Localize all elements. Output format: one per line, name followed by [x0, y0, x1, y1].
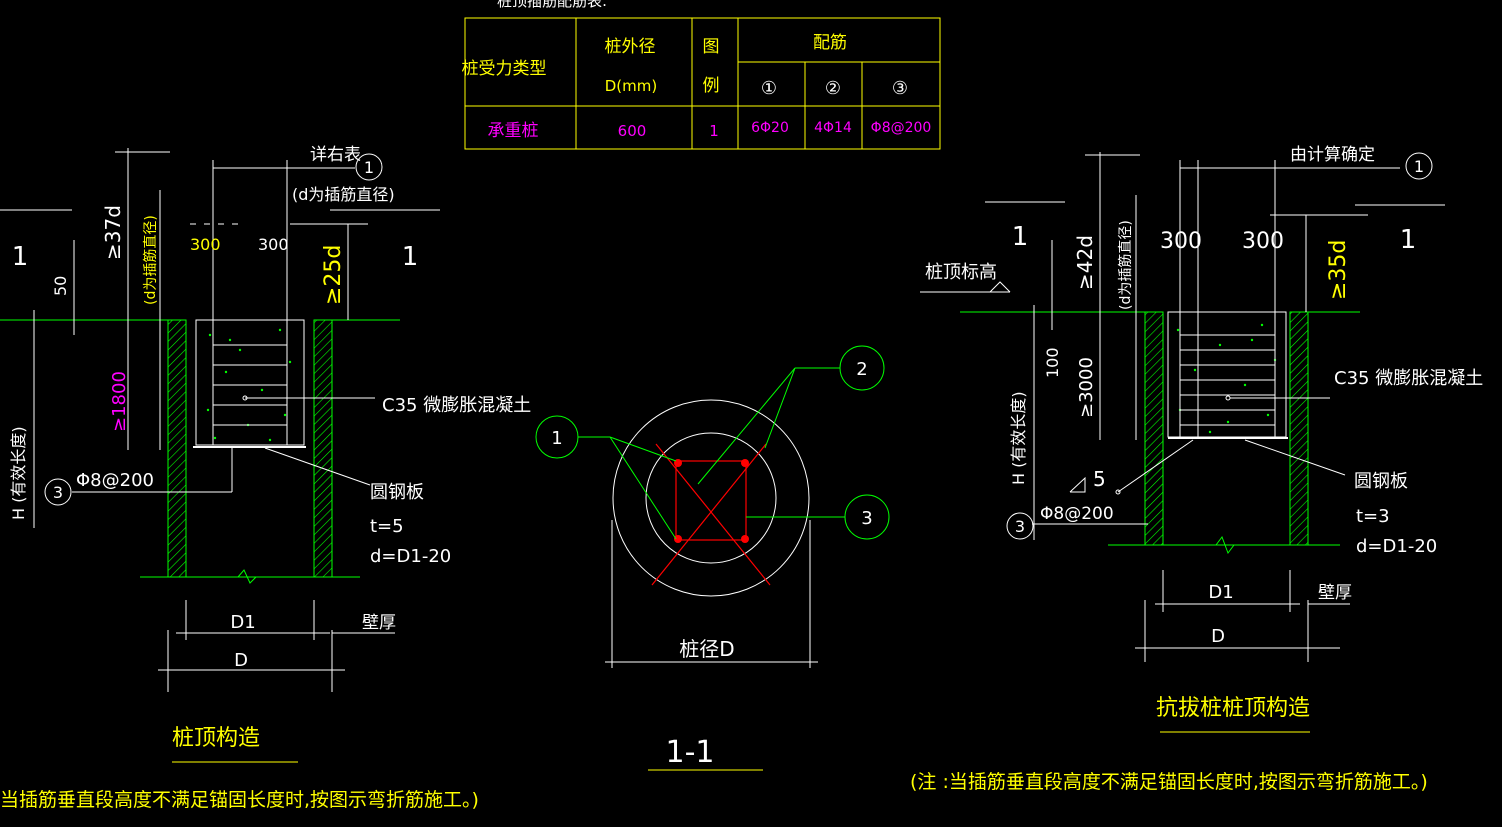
right-top-elev: 桩顶标高 [925, 262, 997, 283]
left-plate-d: d=D1-20 [370, 546, 451, 567]
table-cell-r1: 6Φ20 [751, 120, 789, 136]
section-bubble-1-label: 1 [551, 428, 562, 449]
right-stirrup: Φ8@200 [1040, 504, 1114, 524]
right-wall-thickness: 壁厚 [1318, 583, 1352, 603]
left-note: 当插筋垂直段高度不满足锚固长度时,按图示弯折筋施工。) [0, 789, 479, 811]
right-mark-1a: 1 [1012, 222, 1029, 252]
section-bubble-2-label: 2 [856, 359, 867, 380]
left-concrete-fill [195, 319, 305, 446]
right-bubble-3-label: 3 [1015, 517, 1025, 536]
table-frame [464, 17, 941, 150]
table-header-diameter-unit: D(mm) [605, 77, 657, 95]
section-title: 1-1 [666, 735, 715, 770]
right-wall-hatch [313, 319, 333, 578]
table-header-type: 桩受力类型 [462, 59, 547, 79]
right-left-wall-hatch [1144, 311, 1164, 546]
right-dim-h: H (有效长度) [1009, 391, 1028, 485]
left-bubble-1-label: 1 [364, 158, 374, 177]
left-concrete-label: C35 微膨胀混凝土 [382, 395, 531, 416]
table-header-legend: 图 [703, 37, 720, 57]
right-dim-D: D [1211, 626, 1225, 647]
table-header-diameter: 桩外径 [605, 37, 656, 57]
right-bubble-1 [1405, 152, 1433, 180]
left-stirrup: Φ8@200 [76, 470, 154, 491]
table-cell-type: 承重桩 [488, 121, 539, 141]
left-steel-plate: 圆钢板 [370, 482, 424, 503]
right-dim-d-note: (d为插筋直径) [1117, 220, 1134, 310]
right-dim-42d: ≥42d [1073, 235, 1097, 290]
table-header-col3: ③ [892, 78, 908, 99]
right-dim-300a: 300 [1160, 229, 1202, 254]
right-bubble-3 [1006, 512, 1034, 540]
right-dim-d1: D1 [1208, 582, 1233, 603]
right-dim-35d: ≥35d [1326, 240, 1351, 300]
section-bubble-1 [535, 415, 579, 459]
table-header-legend-2: 例 [703, 76, 720, 96]
left-bubble-1 [355, 153, 383, 181]
left-dim-d-note: (d为插筋直径) [142, 215, 159, 305]
table-header-rebar: 配筋 [813, 33, 847, 53]
table-header-col1: ① [761, 78, 777, 99]
table-cell-legend: 1 [709, 122, 719, 140]
section-outer-circle [612, 399, 810, 597]
left-dim-300a: 300 [190, 235, 221, 254]
section-stirrup [675, 460, 747, 541]
left-ref-table: 详右表 [310, 145, 361, 165]
left-dim-50: 50 [51, 276, 70, 296]
left-dim-25d: ≥25d [321, 245, 346, 305]
right-note: (注 :当插筋垂直段高度不满足锚固长度时,按图示弯折筋施工。) [910, 771, 1428, 793]
left-dim-D: D [234, 650, 248, 671]
right-concrete-fill [1167, 311, 1287, 438]
right-detail-title: 抗拔桩桩顶构造 [1156, 696, 1310, 721]
right-right-wall-hatch [1289, 311, 1309, 546]
table-cell-r3: Φ8@200 [871, 120, 932, 136]
left-dim-h: H (有效长度) [9, 426, 28, 520]
left-bubble-3 [44, 478, 72, 506]
right-dim-5: 5 [1093, 467, 1106, 491]
left-plate-t: t=5 [370, 516, 404, 537]
left-wall-hatch [167, 319, 187, 578]
right-concrete-label: C35 微膨胀混凝土 [1334, 368, 1483, 389]
rebar-table: 桩顶插筋配筋表: 桩受力类型 桩外径 D(mm) 图 例 配筋 ① ② ③ 承重… [462, 0, 941, 150]
right-dim-300b: 300 [1242, 229, 1284, 254]
section-dim-label: 桩径D [679, 637, 734, 661]
right-bubble-1-label: 1 [1414, 157, 1424, 176]
left-dim-37d: ≥37d [101, 205, 125, 260]
left-pile-detail: 1 3 详右表 (d为插筋直径) 300 300 1 1 ≥37d (d为插筋直… [0, 145, 531, 811]
left-mark-1b: 1 [402, 242, 419, 272]
table-cell-r2: 4Φ14 [814, 120, 852, 136]
right-pile-detail: 1 3 由计算确定 1 1 300 300 ≥42d (d为插筋直径) ≥35d… [910, 145, 1483, 793]
right-mark-1b: 1 [1400, 225, 1417, 255]
left-dim-1800: ≥1800 [109, 371, 130, 432]
right-dim-100: 100 [1043, 347, 1062, 378]
table-title: 桩顶插筋配筋表: [497, 0, 607, 10]
section-1-1: 1 2 3 桩径D 1-1 [535, 345, 890, 771]
right-plate-d: d=D1-20 [1356, 536, 1437, 557]
table-header-col2: ② [825, 78, 841, 99]
left-bubble-3-label: 3 [53, 483, 63, 502]
section-inner-circle [645, 432, 777, 564]
left-dim-300b: 300 [258, 235, 289, 254]
left-detail-title: 桩顶构造 [172, 726, 260, 751]
left-mark-1a: 1 [12, 242, 29, 272]
section-bubble-3 [844, 494, 890, 540]
right-calc-note: 由计算确定 [1290, 145, 1375, 165]
right-steel-plate: 圆钢板 [1354, 471, 1408, 492]
left-wall-thickness: 壁厚 [362, 613, 396, 633]
section-bubble-2 [839, 345, 885, 391]
left-dim-d1: D1 [230, 612, 255, 633]
right-plate-t: t=3 [1356, 506, 1390, 527]
section-bubble-3-label: 3 [861, 508, 872, 529]
left-note-d: (d为插筋直径) [292, 185, 395, 204]
table-cell-diameter: 600 [618, 122, 647, 140]
right-dim-3000: ≥3000 [1076, 357, 1097, 418]
